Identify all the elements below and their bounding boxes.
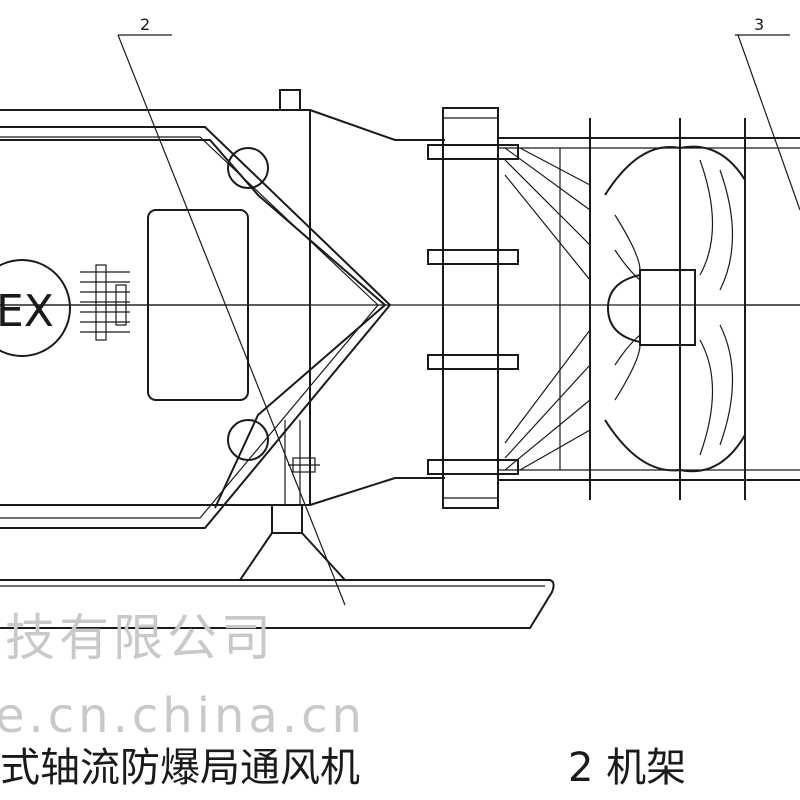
- motor-housing: [0, 109, 311, 506]
- callout-2: 2: [117, 15, 346, 606]
- flange: [427, 107, 519, 509]
- ex-badge: EX: [0, 259, 71, 357]
- lifting-lugs: [227, 89, 301, 461]
- callout-3-label: 3: [754, 15, 764, 34]
- watermark-url: e.cn.china.cn: [0, 688, 366, 744]
- impeller: [604, 145, 746, 473]
- guide-vanes: [504, 147, 591, 471]
- transition-cone: [309, 109, 445, 506]
- base-skid: [0, 579, 555, 629]
- callout-2-label: 2: [140, 15, 150, 34]
- callout-3: 3: [735, 15, 800, 211]
- sled-runner-frame: [0, 126, 392, 529]
- caption-fan-name: 式轴流防爆局通风机: [0, 745, 360, 791]
- support-stand: [238, 420, 348, 581]
- caption-part-frame: 2 机架: [568, 745, 687, 791]
- duct-shell: [498, 118, 800, 500]
- ex-badge-text: EX: [0, 286, 54, 337]
- watermark-company: 技有限公司: [5, 609, 275, 667]
- motor-fins: [80, 264, 130, 341]
